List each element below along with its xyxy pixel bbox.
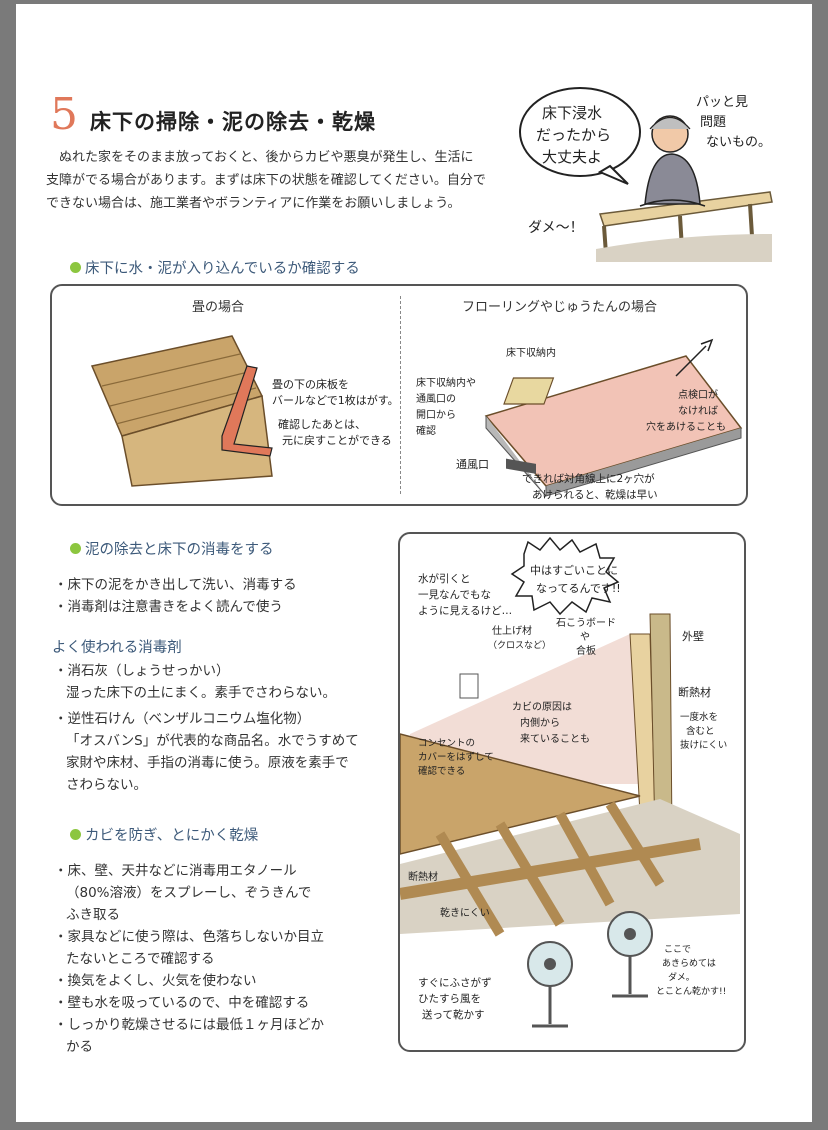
label: 一度水を bbox=[680, 711, 718, 723]
tatami-note: 確認したあとは、 bbox=[278, 417, 366, 431]
intro-paragraph: ぬれた家をそのまま放っておくと、後からカビや悪臭が発生し、生活に支障がでる場合が… bbox=[46, 150, 486, 211]
flooring-illustration: 床下収納内 床下収納内や 通風口の 開口から 確認 通風口 点検口が なければ … bbox=[416, 338, 743, 501]
bullet-dot-icon bbox=[70, 543, 81, 554]
label: すぐにふさがず bbox=[418, 976, 492, 989]
tatami-note: 畳の下の床板を bbox=[272, 377, 349, 391]
fan-icon bbox=[607, 911, 653, 998]
note: 一見なんでもな bbox=[418, 589, 491, 601]
list-item-cont: かる bbox=[66, 1039, 93, 1055]
label: 来ていることも bbox=[520, 733, 590, 745]
flooring-label: フローリングやじゅうたんの場合 bbox=[462, 300, 658, 315]
bottom-note: できれば対角線上に2ヶ穴が bbox=[522, 472, 655, 485]
list-item-cont: たないところで確認する bbox=[66, 951, 215, 967]
label: カビの原因は bbox=[512, 701, 572, 713]
list-item-cont: ふき取る bbox=[66, 907, 120, 923]
bottom-note: あけられると、乾燥は早い bbox=[532, 488, 658, 501]
label: 合板 bbox=[576, 644, 596, 657]
label: 仕上げ材 bbox=[492, 624, 532, 637]
tatami-note: バールなどで1枚はがす。 bbox=[272, 393, 392, 407]
dry-list: ・床、壁、天井などに消毒用エタノール （80%溶液）をスプレーし、ぞうきんで ふ… bbox=[50, 860, 390, 1058]
check-note: 穴をあけることも bbox=[646, 420, 726, 433]
heading-text: 床下に水・泥が入り込んでいるか確認する bbox=[85, 261, 360, 277]
agent-desc: 「オスバンS」が代表的な商品名。水でうすめて bbox=[66, 733, 359, 749]
floor-cutaway-illustration: 水が引くと 一見なんでもな ように見えるけど… 中はすごいことに なってるんです… bbox=[400, 536, 740, 1028]
agent-desc: 湿った床下の土にまく。素手でさわらない。 bbox=[66, 685, 336, 701]
label: や bbox=[580, 631, 590, 643]
section-number: 5 bbox=[50, 89, 78, 140]
bullet-dot-icon bbox=[70, 829, 81, 840]
bullet-dot-icon bbox=[70, 262, 81, 273]
agent-desc: さわらない。 bbox=[66, 777, 147, 793]
label: ひたすら風を bbox=[418, 993, 481, 1005]
agent-name: ・消石灰（しょうせっかい） bbox=[54, 663, 230, 679]
label: （クロスなど） bbox=[488, 640, 551, 651]
agents-subheading: よく使われる消毒剤 bbox=[52, 640, 182, 656]
note-line: ないもの。 bbox=[706, 135, 771, 150]
section-heading-disinfect: 泥の除去と床下の消毒をする bbox=[70, 538, 274, 559]
bubble-line: 中はすごいことに bbox=[530, 563, 618, 577]
label: コンセントの bbox=[418, 738, 475, 749]
list-item-cont: （80%溶液）をスプレーし、ぞうきんで bbox=[66, 885, 312, 901]
list-item: ・床、壁、天井などに消毒用エタノール bbox=[54, 863, 297, 879]
access-note: 通風口の bbox=[416, 393, 456, 405]
label: とことん乾かす!! bbox=[656, 985, 726, 997]
agent-desc: 家財や床材、手指の消毒に使う。原液を素手で bbox=[66, 755, 349, 771]
tatami-label: 畳の場合 bbox=[192, 300, 245, 315]
tatami-illustration: 畳の下の床板を バールなどで1枚はがす。 確認したあとは、 元に戻すことができる… bbox=[90, 335, 392, 487]
label: 断熱材 bbox=[408, 870, 438, 883]
label: あきらめては bbox=[662, 958, 716, 969]
note: ように見えるけど… bbox=[418, 605, 512, 617]
list-item: ・壁も水を吸っているので、中を確認する bbox=[54, 995, 310, 1011]
label: 断熱材 bbox=[678, 685, 711, 699]
list-item: ・床下の泥をかき出して洗い、消毒する bbox=[54, 577, 297, 593]
title-text: 床下の掃除・泥の除去・乾燥 bbox=[90, 109, 376, 134]
check-note: 点検口が bbox=[678, 388, 718, 401]
label: 確認できる bbox=[418, 765, 465, 777]
heading-text: 泥の除去と床下の消毒をする bbox=[85, 542, 274, 558]
bubble-line: 大丈夫よ bbox=[542, 148, 602, 166]
bubble-line: 床下浸水 bbox=[542, 104, 602, 122]
label: 抜けにくい bbox=[680, 739, 727, 751]
note-line: 問題 bbox=[700, 115, 726, 130]
label: 乾きにくい bbox=[440, 906, 490, 919]
hatch-note: 床下収納内 bbox=[506, 346, 556, 359]
bubble-line: なってるんです!! bbox=[536, 582, 621, 595]
section-heading-dry: カビを防ぎ、とにかく乾燥 bbox=[70, 824, 258, 845]
label: ダメ。 bbox=[668, 971, 695, 983]
list-item: ・家具などに使う際は、色落ちしないか目立 bbox=[54, 929, 324, 945]
access-note: 床下収納内や bbox=[416, 376, 476, 389]
note-line: パッと見 bbox=[696, 95, 748, 110]
agent-name: ・逆性石けん（ベンザルコニウム塩化物） bbox=[54, 711, 311, 727]
section-heading-check: 床下に水・泥が入り込んでいるか確認する bbox=[70, 257, 360, 278]
note: 水が引くと bbox=[418, 572, 471, 585]
label: カバーをはずして bbox=[418, 752, 494, 763]
comment-text: ダメ〜！ bbox=[528, 220, 584, 236]
heading-text: カビを防ぎ、とにかく乾燥 bbox=[85, 828, 259, 844]
label: 送って乾かす bbox=[422, 1008, 484, 1021]
fan-icon bbox=[527, 941, 573, 1028]
access-note: 開口から bbox=[416, 409, 456, 421]
floor-cutaway-box: 水が引くと 一見なんでもな ように見えるけど… 中はすごいことに なってるんです… bbox=[398, 532, 746, 1052]
label: ここで bbox=[664, 945, 691, 955]
check-illustration-box: 畳の場合 フローリングやじゅうたんの場合 畳の下の床板を バールなどで1枚はがす… bbox=[50, 284, 748, 506]
divider bbox=[400, 296, 401, 494]
woman-illustration: 床下浸水 だったから 大丈夫よ パッと見 問題 ないもの。 ダメ〜！ bbox=[519, 87, 773, 262]
list-item: ・換気をよくし、火気を使わない bbox=[54, 973, 257, 989]
list-item: ・しっかり乾燥させるには最低１ヶ月ほどか bbox=[54, 1017, 324, 1033]
list-item: ・消毒剤は注意書きをよく読んで使う bbox=[54, 599, 283, 615]
tatami-note: 元に戻すことができる。 bbox=[282, 433, 392, 447]
check-note: なければ bbox=[678, 405, 718, 417]
access-note: 確認 bbox=[416, 424, 436, 437]
disinfect-list: ・床下の泥をかき出して洗い、消毒する ・消毒剤は注意書きをよく読んで使う bbox=[50, 574, 390, 618]
vent-note: 通風口 bbox=[456, 458, 489, 471]
label: 内側から bbox=[520, 716, 560, 729]
label: 石こうボード bbox=[556, 617, 616, 629]
bubble-line: だったから bbox=[536, 126, 611, 144]
label: 外壁 bbox=[682, 629, 704, 643]
page-title: 5 床下の掃除・泥の除去・乾燥 bbox=[50, 93, 376, 139]
agents-list: ・消石灰（しょうせっかい） 湿った床下の土にまく。素手でさわらない。 ・逆性石け… bbox=[50, 660, 390, 796]
label: 含むと bbox=[686, 725, 715, 737]
